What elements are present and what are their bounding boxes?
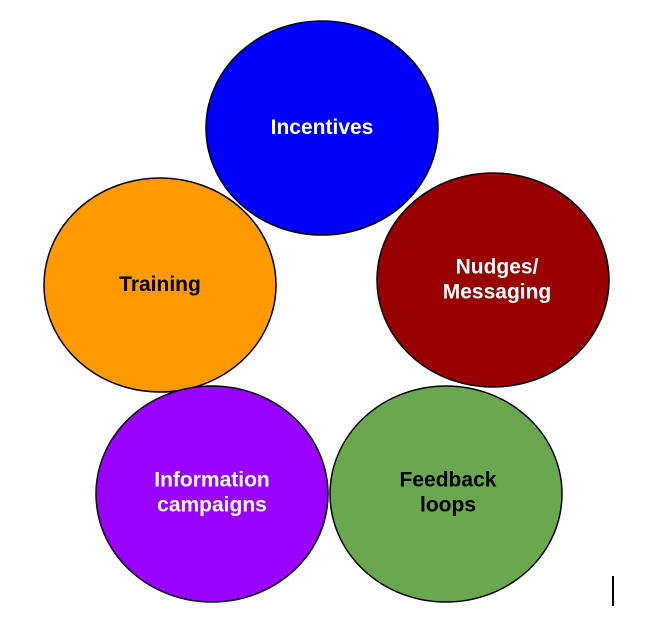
node-training-label-line: Training <box>119 273 201 296</box>
node-incentives-label: Incentives <box>271 116 374 139</box>
node-training-label: Training <box>119 273 201 296</box>
node-feedback-loops-label-line: loops <box>420 493 476 516</box>
node-nudges-messaging[interactable]: Nudges/Messaging <box>376 172 610 388</box>
node-nudges-messaging-label-line: Messaging <box>443 280 552 303</box>
node-nudges-messaging-shape <box>376 172 610 388</box>
node-information-campaigns-label-line: Information <box>154 468 270 491</box>
node-information-campaigns-shape <box>95 385 329 603</box>
text-cursor <box>612 576 614 606</box>
node-feedback-loops-shape <box>329 385 563 603</box>
node-training-shape <box>43 177 277 393</box>
node-nudges-messaging-label-line: Nudges/ <box>456 255 539 278</box>
node-information-campaigns-label-line: campaigns <box>157 493 267 516</box>
node-incentives-shape <box>205 20 439 236</box>
node-nudges-messaging-label: Nudges/Messaging <box>443 255 552 303</box>
node-training[interactable]: Training <box>43 177 277 393</box>
node-incentives-label-line: Incentives <box>271 116 374 139</box>
node-incentives[interactable]: Incentives <box>205 20 439 236</box>
node-feedback-loops-label-line: Feedback <box>400 468 497 491</box>
